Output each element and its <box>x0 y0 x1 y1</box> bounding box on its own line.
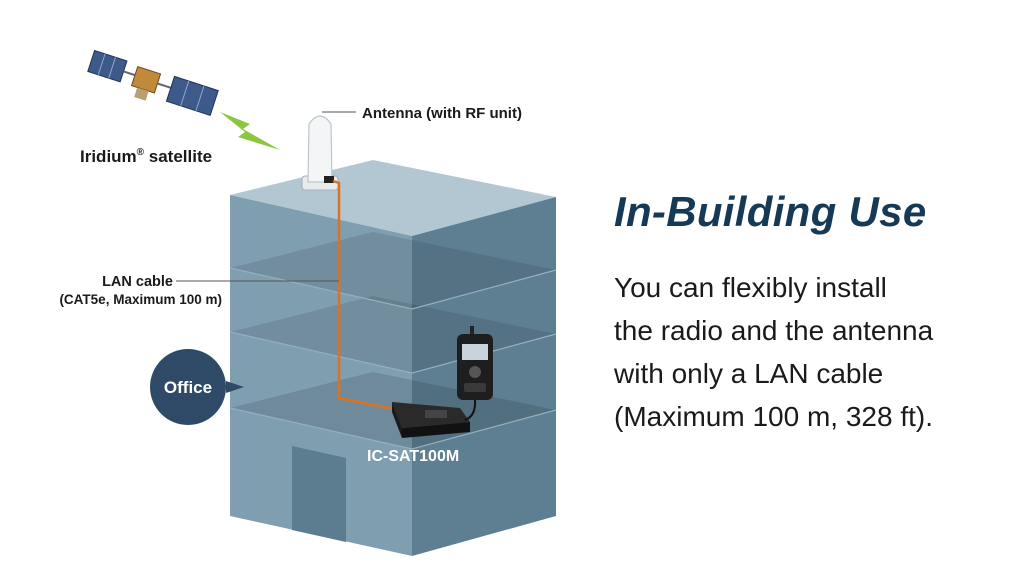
description-line-2: the radio and the antenna <box>614 315 934 346</box>
section-heading: In-Building Use <box>614 188 927 235</box>
office-label: Office <box>164 378 212 397</box>
lan-cable-label-line2: (CAT5e, Maximum 100 m) <box>59 292 222 307</box>
signal-bolt-icon <box>220 112 280 150</box>
lan-cable-label-line1: LAN cable <box>102 274 173 290</box>
antenna-label: Antenna (with RF unit) <box>362 105 522 122</box>
device-label: IC-SAT100M <box>367 448 459 465</box>
description-line-4: (Maximum 100 m, 328 ft). <box>614 401 933 432</box>
office-badge: Office <box>150 349 244 425</box>
description-line-3: with only a LAN cable <box>614 358 884 389</box>
lan-cable <box>332 179 399 412</box>
handheld-mic-icon <box>457 326 493 421</box>
description-text: You can flexibly install the radio and t… <box>614 266 1014 438</box>
description-line-1: You can flexibly install <box>614 272 887 303</box>
building <box>229 160 557 556</box>
satellite-label: Iridium® satellite <box>80 147 212 166</box>
in-building-diagram: Iridium® satellite Antenna (with RF unit… <box>59 49 557 556</box>
radio-unit-icon <box>392 402 470 438</box>
satellite-icon <box>87 49 219 116</box>
antenna-icon <box>301 115 339 191</box>
